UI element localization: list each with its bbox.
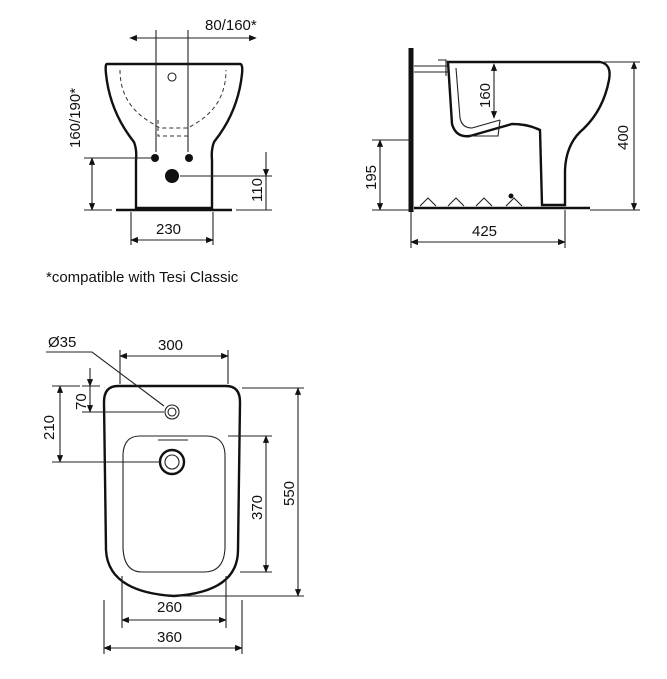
- top-dim-550: 550: [281, 481, 298, 506]
- side-dim-left: 195: [363, 165, 380, 190]
- side-dim-bottom: 425: [472, 223, 497, 240]
- top-dim-top: 300: [158, 337, 183, 354]
- top-view: Ø35 300 70 210 370 550 260: [41, 334, 304, 654]
- top-dim-hole: Ø35: [48, 334, 76, 351]
- front-fixing-left: [151, 154, 159, 162]
- front-drain-hole: [165, 169, 179, 183]
- side-dim-height: 400: [615, 125, 632, 150]
- front-fixing-right: [185, 154, 193, 162]
- front-tap-hole: [167, 72, 177, 82]
- front-view: 80/160* 160/190* 230 110: [67, 17, 272, 245]
- side-view: 160 400 195 425: [363, 48, 640, 248]
- top-dim-70: 70: [73, 393, 90, 410]
- front-dim-right: 110: [249, 178, 266, 202]
- front-inner-bowl: [119, 69, 227, 129]
- side-dim-inner: 160: [477, 83, 494, 108]
- top-dim-260: 260: [157, 599, 182, 616]
- top-dim-370: 370: [249, 495, 266, 520]
- top-tap-hole: [164, 404, 180, 420]
- top-outer-outline: [102, 384, 242, 598]
- top-drain: [158, 448, 186, 476]
- front-dim-bottom: 230: [156, 221, 181, 238]
- front-dim-top: 80/160*: [205, 17, 257, 34]
- top-inner-bowl: [122, 435, 226, 573]
- compatibility-note: *compatible with Tesi Classic: [46, 269, 239, 286]
- top-dim-210: 210: [41, 415, 58, 440]
- top-dim-360: 360: [157, 629, 182, 646]
- side-bidet-outline: [446, 60, 611, 207]
- front-dim-left: 160/190*: [67, 88, 84, 148]
- front-bidet-outline: [104, 62, 244, 210]
